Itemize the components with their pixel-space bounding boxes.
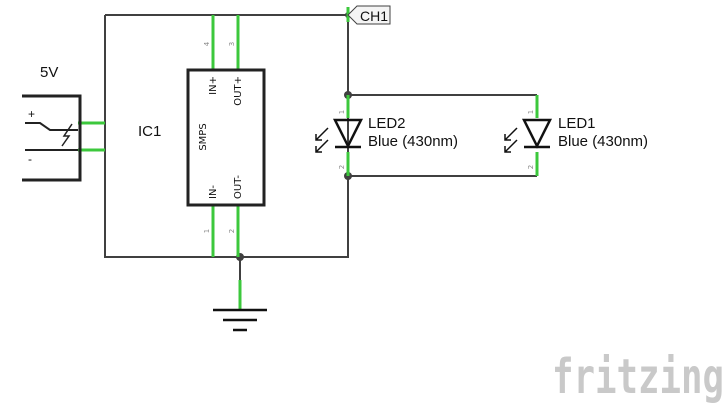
pin-segments bbox=[78, 7, 539, 310]
ic-name: SMPS bbox=[198, 123, 209, 150]
ic-pin-label-in-minus: IN- bbox=[208, 185, 219, 199]
dc-input-connector[interactable]: 5V + - bbox=[22, 64, 82, 182]
led2[interactable]: 1 2 LED2 Blue (430nm) bbox=[315, 110, 458, 169]
connector-contact-plus bbox=[25, 122, 78, 131]
led1-light-arrows-icon bbox=[504, 127, 518, 153]
smps-ic[interactable]: IC1 SMPS IN+ OUT+ IN- OUT- 4 3 1 2 bbox=[138, 41, 266, 233]
fritzing-watermark: fritzing bbox=[552, 349, 724, 405]
power-label: 5V bbox=[40, 64, 58, 81]
led2-ref: LED2 bbox=[368, 115, 406, 132]
led1-pin-num-2: 2 bbox=[527, 165, 535, 169]
ic-pin-num-3: 3 bbox=[228, 42, 236, 46]
led2-diode-icon bbox=[332, 118, 364, 149]
connector-body bbox=[22, 94, 82, 182]
led1-pin-num-1: 1 bbox=[527, 110, 535, 114]
ic-pin-num-1: 1 bbox=[203, 229, 211, 233]
led2-pin-num-1: 1 bbox=[338, 110, 346, 114]
ic-pin-label-out-minus: OUT- bbox=[233, 175, 244, 199]
ground-icon bbox=[213, 308, 267, 332]
net-label-text: CH1 bbox=[360, 8, 388, 24]
led1-value: Blue (430nm) bbox=[558, 133, 648, 150]
led1[interactable]: 1 2 LED1 Blue (430nm) bbox=[504, 110, 648, 169]
ground-symbol[interactable] bbox=[213, 308, 267, 332]
ic-ref: IC1 bbox=[138, 123, 161, 140]
led1-diode-icon bbox=[521, 118, 553, 149]
led2-value: Blue (430nm) bbox=[368, 133, 458, 150]
wires bbox=[80, 14, 537, 310]
led2-light-arrows-icon bbox=[315, 127, 329, 153]
fritzing-logo: fritzing bbox=[552, 349, 724, 405]
ic-pin-label-out-plus: OUT+ bbox=[233, 76, 244, 106]
ic-pin-label-in-plus: IN+ bbox=[208, 76, 219, 95]
lightning-icon bbox=[61, 123, 73, 147]
ic-pin-num-4: 4 bbox=[203, 41, 211, 46]
led2-pin-num-2: 2 bbox=[338, 165, 346, 169]
net-label-flag bbox=[347, 5, 391, 25]
connector-plus-sign: + bbox=[28, 107, 35, 121]
net-label-ch1[interactable]: CH1 bbox=[347, 5, 391, 25]
connector-minus-sign: - bbox=[28, 152, 32, 166]
led1-ref: LED1 bbox=[558, 115, 596, 132]
ic-pin-num-2: 2 bbox=[228, 229, 236, 233]
ic-body bbox=[186, 68, 266, 207]
